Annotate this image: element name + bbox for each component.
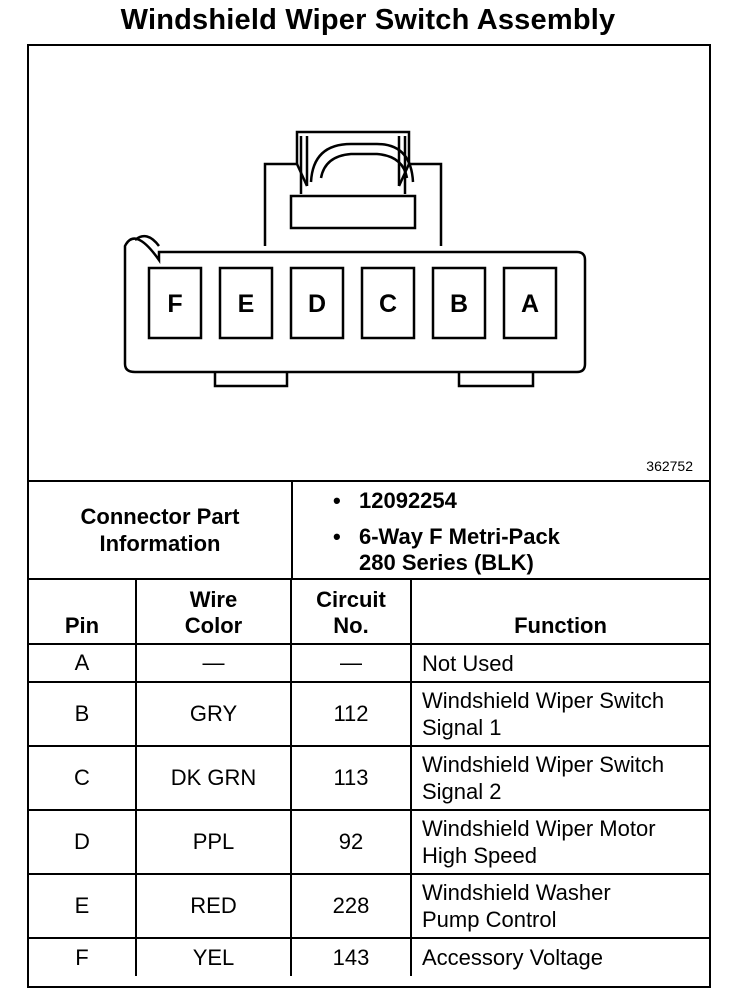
table-row: A — — Not Used (29, 643, 709, 683)
header-wire-line2: Color (184, 613, 243, 638)
pin-table-header: Pin Wire Color Circuit No. Function (29, 580, 709, 645)
function-line1: Not Used (422, 650, 514, 676)
bullet-icon: • (333, 524, 341, 549)
circuit-cell: 92 (290, 809, 412, 875)
pin-cell: F (29, 937, 137, 976)
function-cell: Windshield Wiper Switch Signal 2 (410, 745, 709, 811)
pin-label-d: D (308, 290, 326, 318)
part-number-item: • 12092254 (333, 488, 457, 514)
table-row: B GRY 112 Windshield Wiper Switch Signal… (29, 681, 709, 747)
function-line2: Signal 1 (422, 715, 502, 740)
header-wire-line1: Wire (189, 587, 238, 612)
wire-color-cell: DK GRN (135, 745, 292, 811)
connector-latch (263, 130, 443, 246)
pin-cell: C (29, 745, 137, 811)
circuit-cell: 143 (290, 937, 412, 976)
bullet-icon: • (333, 488, 341, 513)
table-row: F YEL 143 Accessory Voltage (29, 937, 709, 976)
pin-label-e: E (238, 290, 255, 318)
function-line1: Windshield Washer (422, 880, 611, 905)
connector-part-label: Connector Part Information (29, 482, 293, 578)
connector-part-values: • 12092254 • 6-Way F Metri-Pack 280 Seri… (293, 482, 709, 578)
pin-label-c: C (379, 290, 397, 318)
connector-foot-left (213, 372, 289, 388)
function-line2: High Speed (422, 843, 537, 868)
function-line1: Accessory Voltage (422, 945, 603, 970)
connector-type: 6-Way F Metri-Pack 280 Series (BLK) (359, 524, 560, 576)
function-cell: Windshield Washer Pump Control (410, 873, 709, 939)
table-row: D PPL 92 Windshield Wiper Motor High Spe… (29, 809, 709, 875)
page-title: Windshield Wiper Switch Assembly (120, 4, 616, 36)
pin-cell: D (29, 809, 137, 875)
wire-color-cell: PPL (135, 809, 292, 875)
header-function: Function (410, 580, 709, 645)
part-number: 12092254 (359, 488, 457, 513)
figure-number: 362752 (646, 458, 693, 474)
connector-type-line2: 280 Series (BLK) (359, 550, 534, 575)
pin-cell: B (29, 681, 137, 747)
wire-color-cell: GRY (135, 681, 292, 747)
wire-color-cell: RED (135, 873, 292, 939)
table-row: E RED 228 Windshield Washer Pump Control (29, 873, 709, 939)
pin-cavity-f (147, 266, 203, 340)
connector-type-item: • 6-Way F Metri-Pack 280 Series (BLK) (333, 524, 560, 576)
function-cell: Not Used (410, 643, 709, 683)
header-circuit: Circuit No. (290, 580, 412, 645)
latch-bridge (289, 194, 417, 230)
function-line2: Pump Control (422, 907, 557, 932)
pin-label-a: A (521, 290, 539, 318)
wire-color-cell: YEL (135, 937, 292, 976)
function-line1: Windshield Wiper Switch (422, 688, 665, 713)
pin-cavity-c (360, 266, 416, 340)
pin-label-f: F (167, 290, 182, 318)
function-line1: Windshield Wiper Switch (422, 752, 665, 777)
connector-part-label-line2: Information (99, 531, 221, 556)
connector-foot-right (457, 372, 535, 388)
pin-table: Pin Wire Color Circuit No. Function A — … (29, 580, 709, 976)
connector-housing (123, 237, 587, 374)
connector-diagram: F E D C B A 362752 (29, 46, 709, 482)
pin-cell: E (29, 873, 137, 939)
header-circuit-line2: No. (333, 613, 369, 638)
wire-color-cell: — (135, 643, 292, 683)
function-cell: Windshield Wiper Motor High Speed (410, 809, 709, 875)
header-pin: Pin (29, 580, 137, 645)
function-line2: Signal 2 (422, 779, 502, 804)
connector-part-info: Connector Part Information • 12092254 • … (29, 482, 709, 580)
function-line1: Windshield Wiper Motor (422, 816, 656, 841)
table-row: C DK GRN 113 Windshield Wiper Switch Sig… (29, 745, 709, 811)
pin-cavity-b (431, 266, 487, 340)
circuit-cell: 228 (290, 873, 412, 939)
header-circuit-line1: Circuit (316, 587, 386, 612)
function-cell: Accessory Voltage (410, 937, 709, 976)
connector-part-label-line1: Connector Part (80, 504, 240, 529)
pin-label-b: B (450, 290, 468, 318)
circuit-cell: 112 (290, 681, 412, 747)
connector-type-line1: 6-Way F Metri-Pack (359, 524, 560, 549)
pin-cavity-e (218, 266, 274, 340)
circuit-cell: — (290, 643, 412, 683)
function-cell: Windshield Wiper Switch Signal 1 (410, 681, 709, 747)
pin-cell: A (29, 643, 137, 683)
pin-cavity-a (502, 266, 558, 340)
pin-cavity-d (289, 266, 345, 340)
header-wire-color: Wire Color (135, 580, 292, 645)
circuit-cell: 113 (290, 745, 412, 811)
